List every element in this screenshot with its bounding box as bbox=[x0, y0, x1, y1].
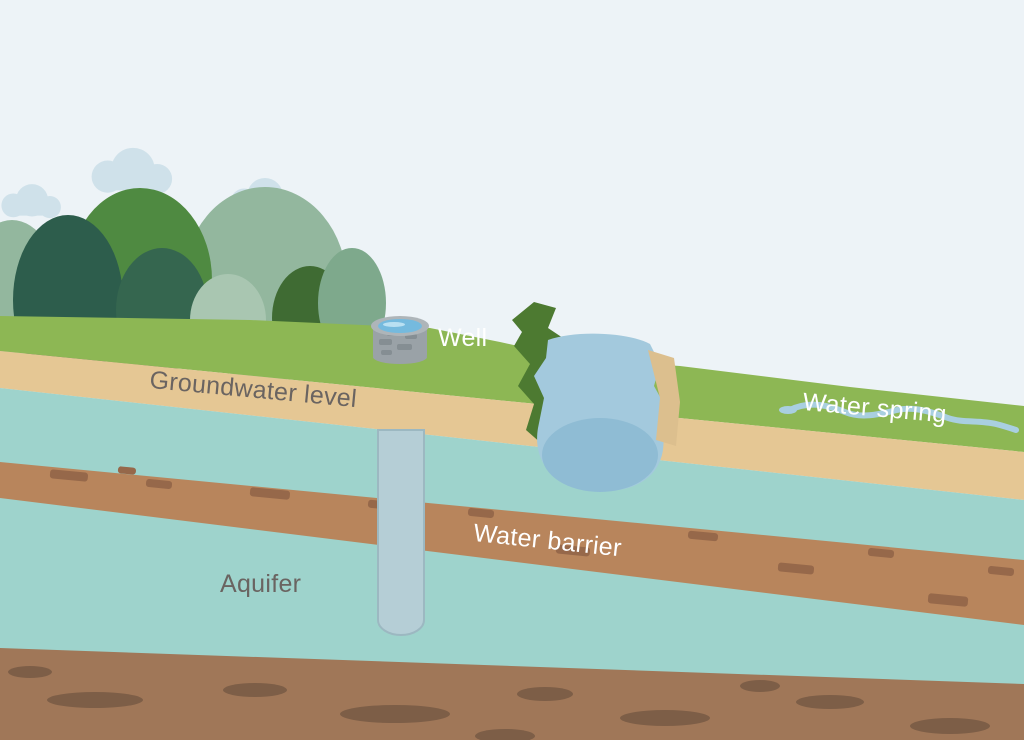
well-shaft bbox=[377, 429, 425, 636]
rock bbox=[796, 695, 864, 709]
rock bbox=[249, 487, 291, 500]
rock bbox=[8, 666, 52, 678]
rock bbox=[687, 530, 719, 542]
rock bbox=[145, 479, 173, 489]
cloud-base bbox=[3, 200, 61, 216]
lake-cliff bbox=[648, 350, 680, 446]
rock bbox=[927, 593, 969, 607]
rock bbox=[867, 548, 895, 558]
cloud-base bbox=[95, 169, 171, 191]
brick bbox=[379, 339, 392, 345]
grass-layer bbox=[0, 316, 1024, 452]
well-label: Well bbox=[438, 324, 488, 352]
rock bbox=[517, 687, 573, 701]
rock bbox=[475, 729, 535, 740]
rock bbox=[740, 680, 780, 692]
spring-stream bbox=[779, 401, 1019, 433]
rock bbox=[49, 469, 89, 482]
aquifer-layer bbox=[0, 388, 1024, 740]
bedrock-rocks bbox=[8, 666, 990, 740]
cloud bbox=[1, 184, 61, 219]
rock bbox=[117, 466, 136, 475]
aquifer-label: Aquifer bbox=[220, 570, 302, 598]
rock bbox=[620, 710, 710, 726]
cloud bbox=[91, 147, 173, 194]
lake-deep-water bbox=[542, 418, 658, 492]
brick bbox=[397, 344, 412, 350]
rock bbox=[223, 683, 287, 697]
groundwater-sand-layer bbox=[0, 351, 1024, 500]
rock bbox=[987, 566, 1015, 576]
rock bbox=[777, 562, 815, 575]
water-barrier-layer bbox=[0, 462, 1024, 625]
rock bbox=[467, 508, 495, 518]
rock bbox=[47, 692, 143, 708]
spring-path bbox=[787, 401, 1019, 433]
well-water-highlight bbox=[383, 322, 405, 327]
well-icon bbox=[371, 316, 429, 364]
rock bbox=[910, 718, 990, 734]
rock bbox=[555, 544, 591, 557]
bedrock-layer bbox=[0, 648, 1024, 740]
brick bbox=[381, 350, 392, 355]
rock bbox=[340, 705, 450, 723]
